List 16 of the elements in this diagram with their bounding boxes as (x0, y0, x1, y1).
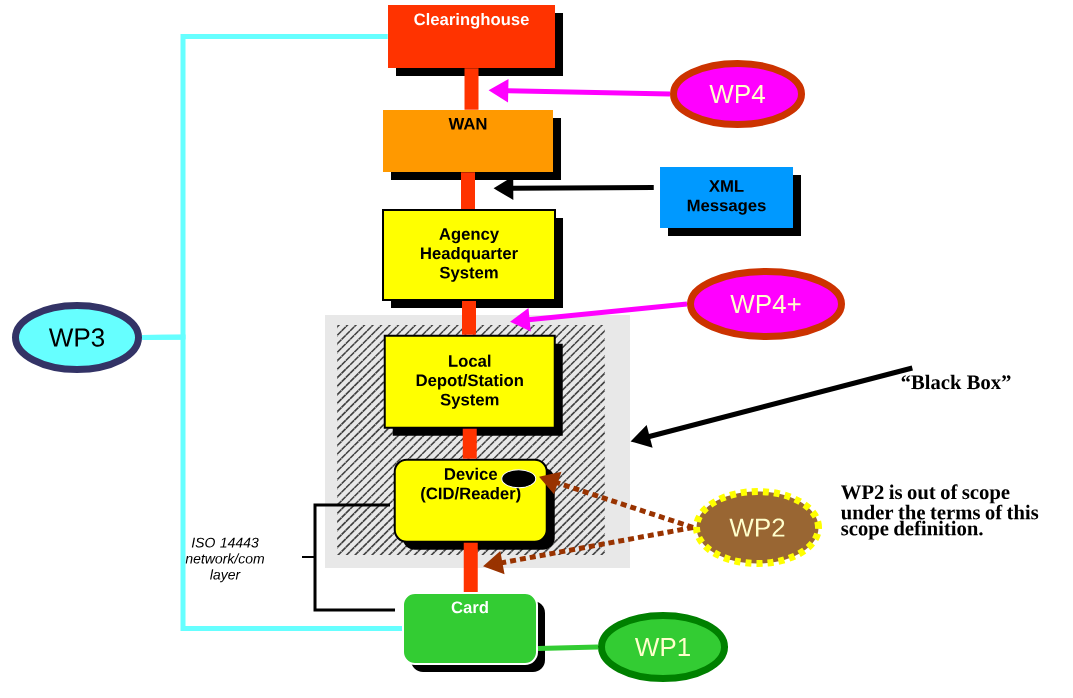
device-box: Device (CID/Reader) (393, 458, 555, 550)
note-text: WP2 is out of scope under the terms of this scope definition. (841, 484, 1039, 540)
card-box: Card (402, 592, 545, 672)
link-bar (462, 428, 477, 459)
link-bar (464, 68, 479, 110)
connector-line (141, 334, 402, 631)
link-bar (462, 301, 476, 335)
callout-text: “Black Box” (901, 374, 1011, 390)
process-box: Agency Headquarter System (382, 209, 563, 308)
link-bar (463, 542, 478, 592)
process-box: XML Messages (660, 167, 801, 236)
layer-label: ISO 14443 network/com layer (185, 537, 264, 583)
process-box: WAN (383, 110, 561, 180)
connector-line (537, 644, 599, 651)
process-box: Local Depot/Station System (383, 334, 563, 436)
process-box: Clearinghouse (388, 5, 563, 76)
